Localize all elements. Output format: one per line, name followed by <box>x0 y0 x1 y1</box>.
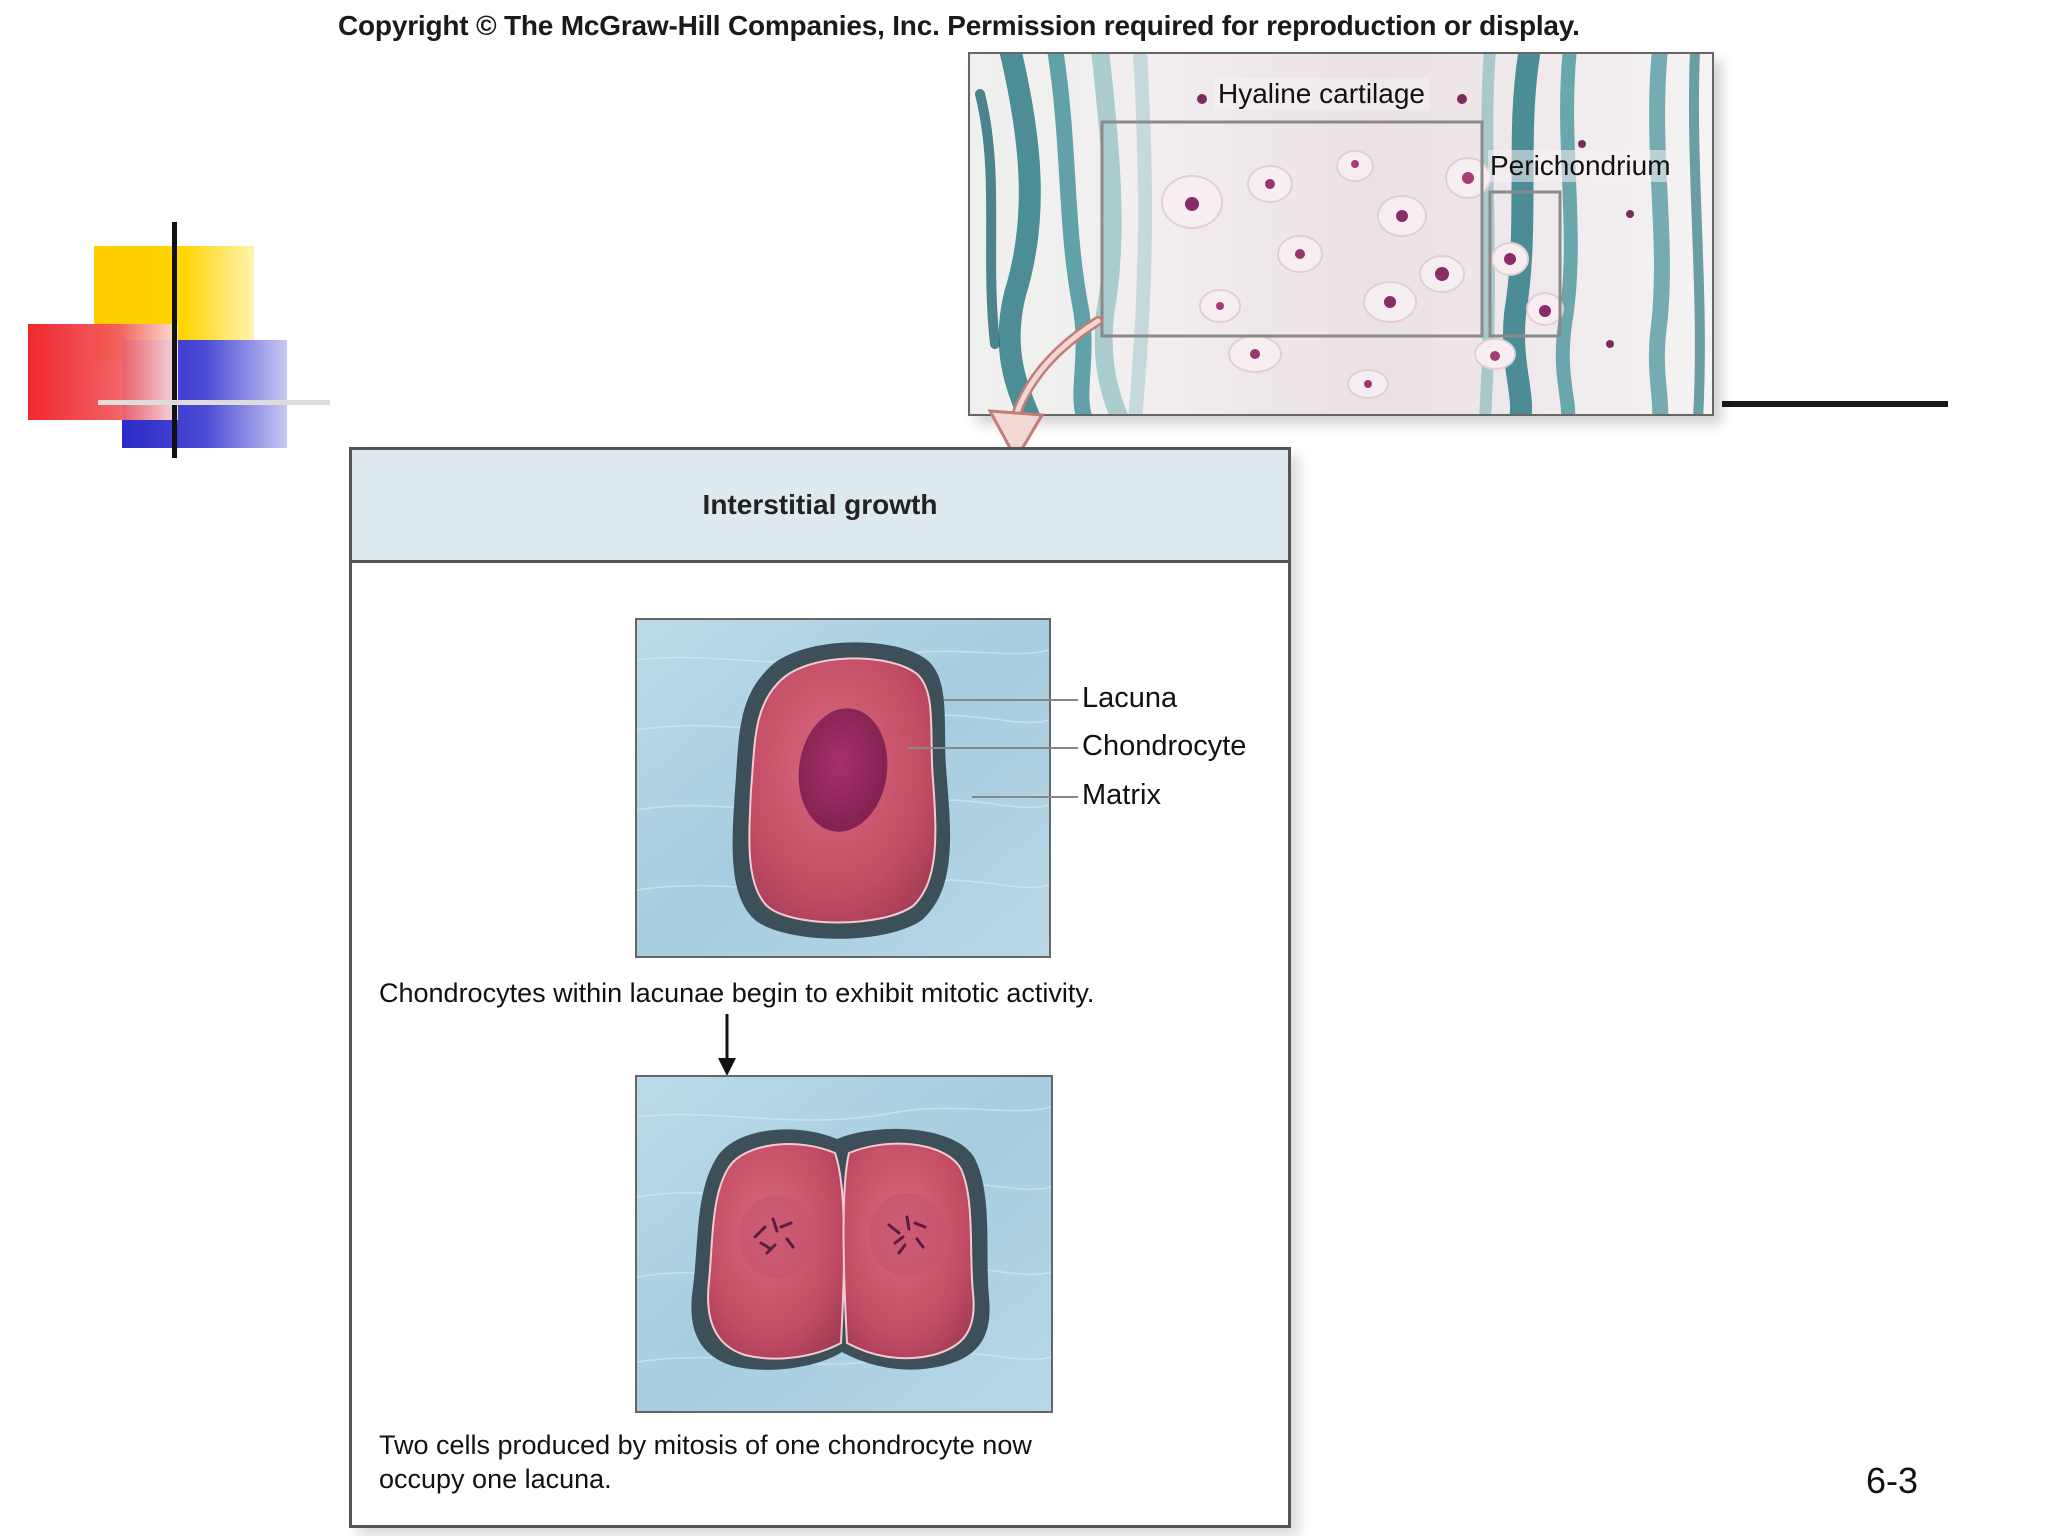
stage1-illustration <box>635 618 1051 958</box>
down-arrow-icon <box>718 1014 736 1076</box>
label-hyaline-cartilage: Hyaline cartilage <box>1214 78 1429 110</box>
stage2-caption: Two cells produced by mitosis of one cho… <box>379 1428 1259 1496</box>
interstitial-growth-panel: Interstitial growth <box>349 447 1291 1528</box>
micrograph-illustration <box>970 38 1712 430</box>
label-matrix: Matrix <box>1082 779 1161 811</box>
hyaline-cartilage-micrograph: Hyaline cartilage Perichondrium <box>968 38 1714 430</box>
slide-number: 6-3 <box>1866 1460 1919 1501</box>
chondrocyte-nucleus <box>798 708 888 832</box>
label-leader-lines <box>908 699 1078 798</box>
copyright-notice: Copyright © The McGraw-Hill Companies, I… <box>338 10 1580 41</box>
curved-arrow-icon <box>987 316 1103 463</box>
hyaline-cartilage-box <box>1100 120 1484 338</box>
label-perichondrium: Perichondrium <box>1488 150 1673 182</box>
logo-vertical-bar <box>172 222 177 458</box>
perichondrium-box <box>1488 190 1562 338</box>
stage2-illustration <box>635 1075 1053 1413</box>
slide-divider-rule <box>1722 401 1948 407</box>
cartilage-cells <box>1161 94 1634 399</box>
label-chondrocyte: Chondrocyte <box>1082 730 1247 762</box>
stage2-caption-line1: Two cells produced by mitosis of one cho… <box>379 1430 1032 1460</box>
stage2-caption-line2: occupy one lacuna. <box>379 1464 612 1494</box>
logo-horizontal-bar <box>98 400 330 405</box>
panel-title: Interstitial growth <box>702 489 938 520</box>
stage1-caption: Chondrocytes within lacunae begin to exh… <box>379 978 1095 1008</box>
chromosomes <box>753 1215 927 1255</box>
label-lacuna: Lacuna <box>1082 682 1178 714</box>
logo-red-square <box>28 324 178 420</box>
slide-logo-decoration <box>28 222 330 458</box>
panel-header: Interstitial growth <box>352 450 1288 563</box>
